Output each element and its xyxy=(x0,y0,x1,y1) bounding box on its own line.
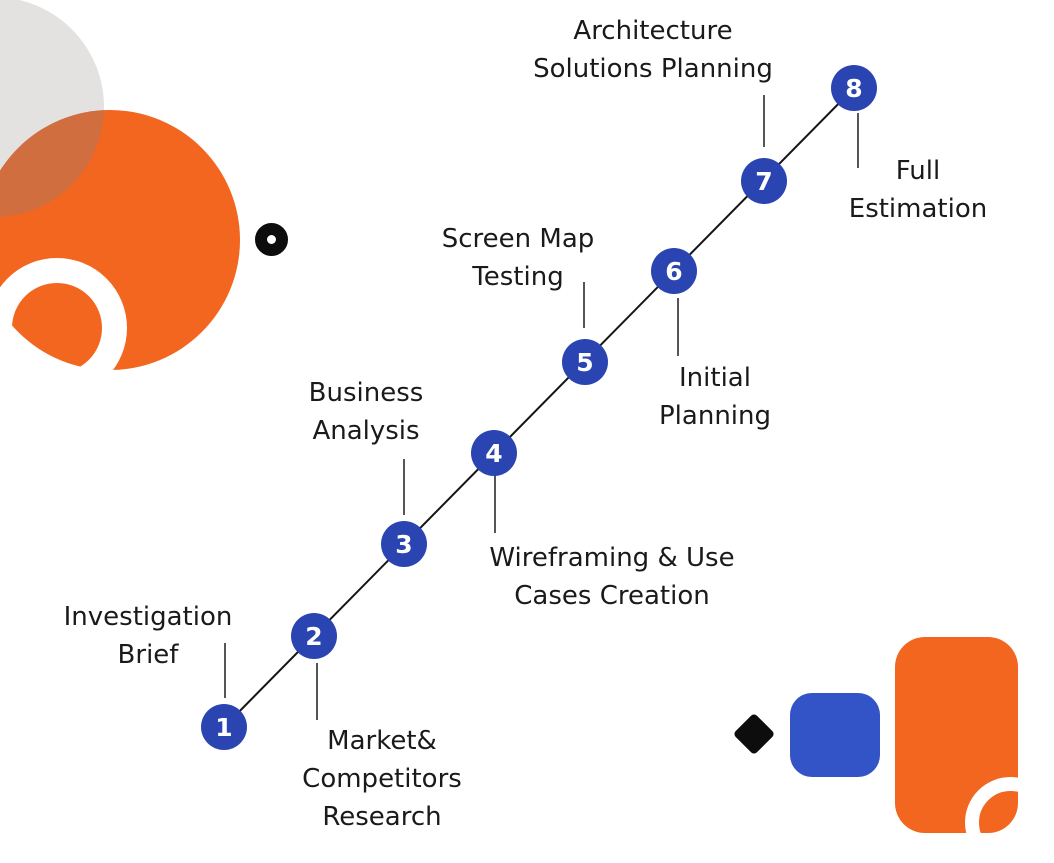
step-label-investigation-brief: Investigation Brief xyxy=(0,598,298,674)
tick-step-1 xyxy=(224,643,226,698)
orange-rounded-rect-decoration xyxy=(895,637,1018,833)
label-line: Research xyxy=(322,802,442,832)
step-label-screen-map-testing: Screen Map Testing xyxy=(368,220,668,296)
label-line: Business xyxy=(308,378,424,408)
tick-step-6 xyxy=(677,298,679,356)
label-line: Wireframing & Use xyxy=(489,543,735,573)
black-donut-icon xyxy=(255,223,288,256)
tick-step-3 xyxy=(403,459,405,515)
tick-step-7 xyxy=(763,95,765,147)
tick-step-8 xyxy=(857,113,859,168)
blue-rounded-square-decoration xyxy=(790,693,880,777)
label-line: Investigation xyxy=(63,602,233,632)
label-line: Full xyxy=(895,156,941,186)
step-label-business-analysis: Business Analysis xyxy=(216,374,516,450)
step-label-architecture-solutions-planning: Architecture Solutions Planning xyxy=(503,12,803,88)
label-line: Solutions Planning xyxy=(533,54,773,84)
label-line: Competitors xyxy=(302,764,462,794)
step-marker-2: 2 xyxy=(291,613,337,659)
tick-step-5 xyxy=(583,282,585,328)
label-line: Cases Creation xyxy=(514,581,710,611)
label-line: Analysis xyxy=(312,416,420,446)
label-line: Testing xyxy=(472,262,564,292)
label-line: Architecture xyxy=(573,16,733,46)
label-line: Initial xyxy=(679,363,751,393)
step-marker-5: 5 xyxy=(562,339,608,385)
step-marker-7: 7 xyxy=(741,158,787,204)
step-label-wireframing-use-cases: Wireframing & Use Cases Creation xyxy=(462,539,762,615)
step-marker-6: 6 xyxy=(651,248,697,294)
label-line: Planning xyxy=(659,401,771,431)
step-marker-8: 8 xyxy=(831,65,877,111)
step-label-initial-planning: Initial Planning xyxy=(565,359,865,435)
step-label-market-competitors-research: Market& Competitors Research xyxy=(232,722,532,836)
label-line: Estimation xyxy=(848,194,988,224)
step-label-full-estimation: Full Estimation xyxy=(768,152,1054,228)
step-marker-1: 1 xyxy=(201,704,247,750)
label-line: Market& xyxy=(327,726,437,756)
label-line: Screen Map xyxy=(441,224,595,254)
tick-step-2 xyxy=(316,663,318,720)
step-marker-3: 3 xyxy=(381,521,427,567)
tick-step-4 xyxy=(494,475,496,533)
step-marker-4: 4 xyxy=(471,430,517,476)
label-line: Brief xyxy=(117,640,179,670)
